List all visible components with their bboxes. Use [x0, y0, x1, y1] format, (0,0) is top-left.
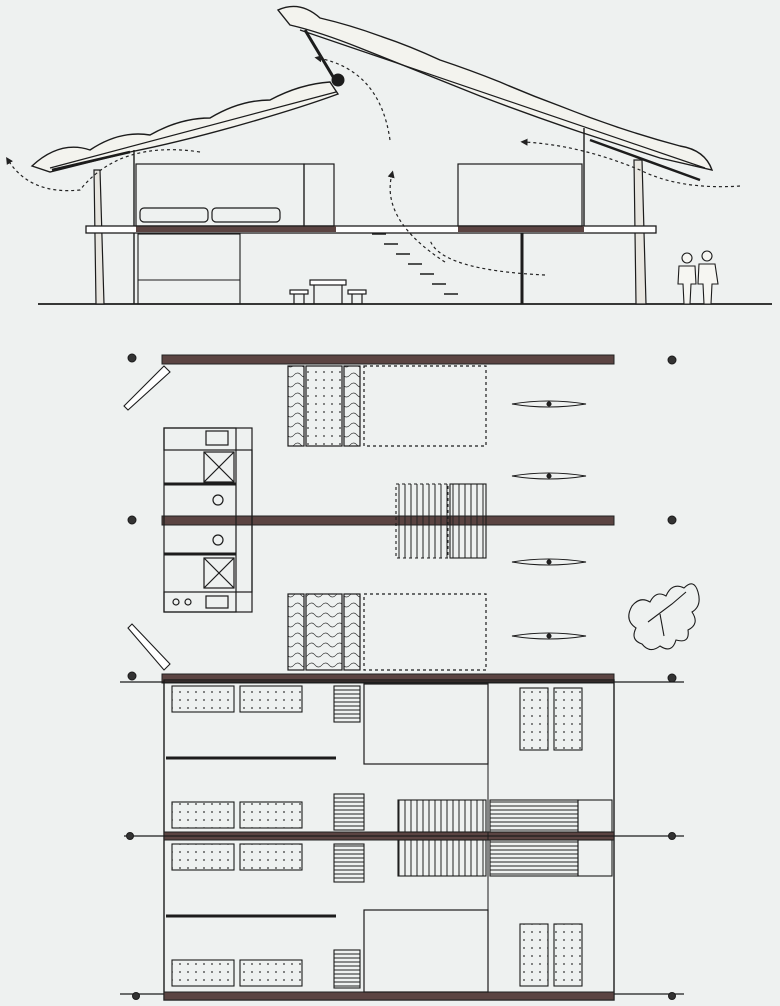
bed-bottom	[287, 593, 487, 671]
upper-room-left	[135, 163, 305, 227]
kitchen-block	[163, 427, 253, 613]
upper-room-left-door	[303, 163, 335, 227]
room-right-top	[363, 683, 489, 765]
bed-section-1	[139, 207, 209, 223]
plan-beam-middle	[161, 515, 615, 526]
left-roof-eave-beam	[51, 150, 131, 172]
stair-plan	[395, 483, 487, 559]
left-roof-thatch	[30, 81, 340, 173]
upper-end-pins	[126, 832, 676, 1000]
section-view	[6, 5, 772, 305]
plan-tables	[511, 400, 587, 640]
right-roof-thatch	[276, 5, 714, 171]
upper-floor-slab	[85, 225, 657, 234]
floor-beam-left	[136, 226, 336, 232]
left-roof-batten	[49, 91, 337, 169]
ladder-panels	[333, 685, 365, 989]
people-figures	[677, 250, 719, 305]
table-and-benches	[289, 279, 367, 304]
floor-beam-right	[458, 226, 584, 232]
room-right-bottom	[363, 909, 489, 993]
right-roof-batten	[299, 29, 706, 169]
right-roof-eave-beam	[589, 138, 701, 182]
stair-section	[372, 233, 458, 295]
plan-beam-bottom	[161, 673, 615, 684]
door-leaf-top	[123, 365, 171, 411]
left-post	[93, 169, 105, 305]
bed-section-2	[211, 207, 281, 223]
bed-top	[287, 365, 487, 447]
tree-plan-symbol	[628, 583, 700, 651]
plan-beam-top	[161, 354, 615, 365]
upper-beam-bottom	[163, 991, 615, 1001]
upper-floor-plan	[120, 679, 684, 1001]
mattresses	[171, 685, 583, 987]
upper-room-right	[457, 163, 583, 227]
airflow-arrows	[6, 55, 741, 276]
ridge-beam	[331, 73, 345, 87]
slatted-panels	[397, 799, 613, 877]
door-leaf-bottom	[127, 623, 171, 671]
ground-partition	[137, 233, 241, 305]
ground-floor-plan	[123, 353, 700, 684]
